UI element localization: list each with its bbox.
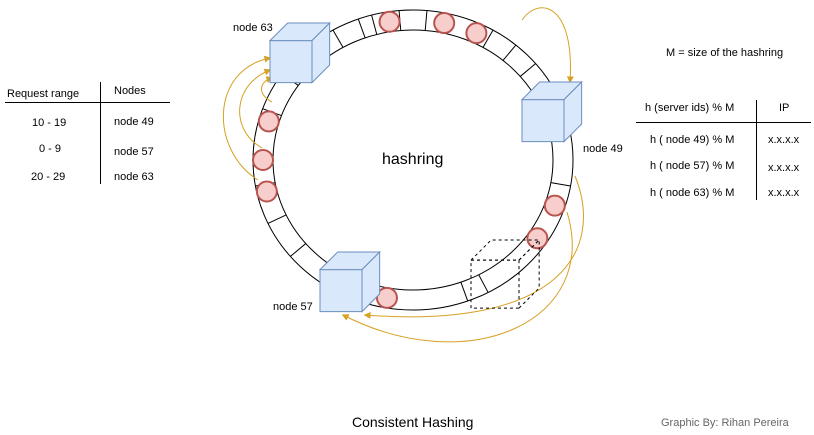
hash-key-circle (375, 286, 398, 309)
slot-divider (357, 18, 366, 39)
slot-divider (424, 10, 428, 31)
arrow-to-node-63-a (222, 55, 272, 181)
slot-divider (519, 63, 536, 77)
slot-divider (460, 281, 469, 302)
slot-divider (332, 29, 344, 48)
node-cell: node 63 (114, 171, 154, 183)
new-server-node-cube (469, 238, 541, 310)
hash-keys (252, 10, 566, 309)
range-cell: 20 - 29 (31, 171, 66, 183)
lookup-arrows (222, 7, 584, 343)
node-cell: node 57 (114, 146, 154, 158)
ip-header: IP (779, 102, 790, 114)
ip-cell: x.x.x.x (768, 187, 800, 199)
ip-table-divider-v (756, 100, 757, 200)
request-table-divider-h (5, 102, 170, 103)
slot-divider (482, 29, 494, 48)
arrow-to-node-49 (521, 7, 574, 84)
server-node-63-cube (268, 21, 331, 84)
arrow-to-node-57-a (363, 175, 584, 319)
hash-key-circle (255, 180, 278, 203)
slot-divider (290, 243, 307, 257)
server-node-57-cube (318, 250, 381, 313)
hash-key-circle (378, 10, 401, 33)
request-range-header: Request range (7, 88, 80, 100)
node-label-63: node 63 (233, 22, 273, 34)
range-cell: 10 - 19 (32, 117, 67, 129)
node-cell: node 49 (114, 116, 154, 128)
slot-divider (502, 44, 517, 61)
hash-key-circle (433, 12, 456, 35)
hashring-size-note: M = size of the hashring (666, 47, 784, 59)
node-label-49: node 49 (583, 143, 623, 155)
arrow-to-node-63-b (239, 68, 272, 149)
arrow-to-node-57-b (341, 211, 573, 343)
slot-divider (478, 274, 489, 293)
range-cell: 0 - 9 (39, 143, 62, 155)
hash-key-circle (543, 194, 566, 217)
arrow-to-node-63-c (261, 76, 274, 103)
nodes-header: Nodes (114, 85, 146, 97)
ip-cell: x.x.x.x (768, 162, 800, 174)
slot-divider (371, 14, 378, 35)
request-table-divider-v (100, 82, 101, 184)
hash-cell: h ( node 63) % M (650, 187, 735, 199)
hash-cell: h ( node 57) % M (650, 160, 735, 172)
hash-key-circle (257, 110, 280, 133)
hash-key-circle (252, 149, 274, 171)
hash-cell: h ( node 49) % M (650, 134, 735, 146)
server-nodes (268, 21, 583, 313)
hash-key-circle (465, 22, 488, 45)
hash-key-circle (526, 227, 549, 250)
slot-divider (550, 182, 571, 187)
ip-table-divider-h (636, 122, 811, 123)
hash-header: h (server ids) % M (645, 102, 735, 114)
diagram-caption: Consistent Hashing (352, 414, 474, 430)
hashring-label: hashring (382, 151, 444, 168)
slot-divider (267, 214, 287, 224)
graphic-credit: Graphic By: Rihan Pereira (661, 417, 789, 429)
node-label-57: node 57 (273, 301, 313, 313)
server-node-49-cube (520, 80, 583, 143)
ip-cell: x.x.x.x (768, 134, 800, 146)
